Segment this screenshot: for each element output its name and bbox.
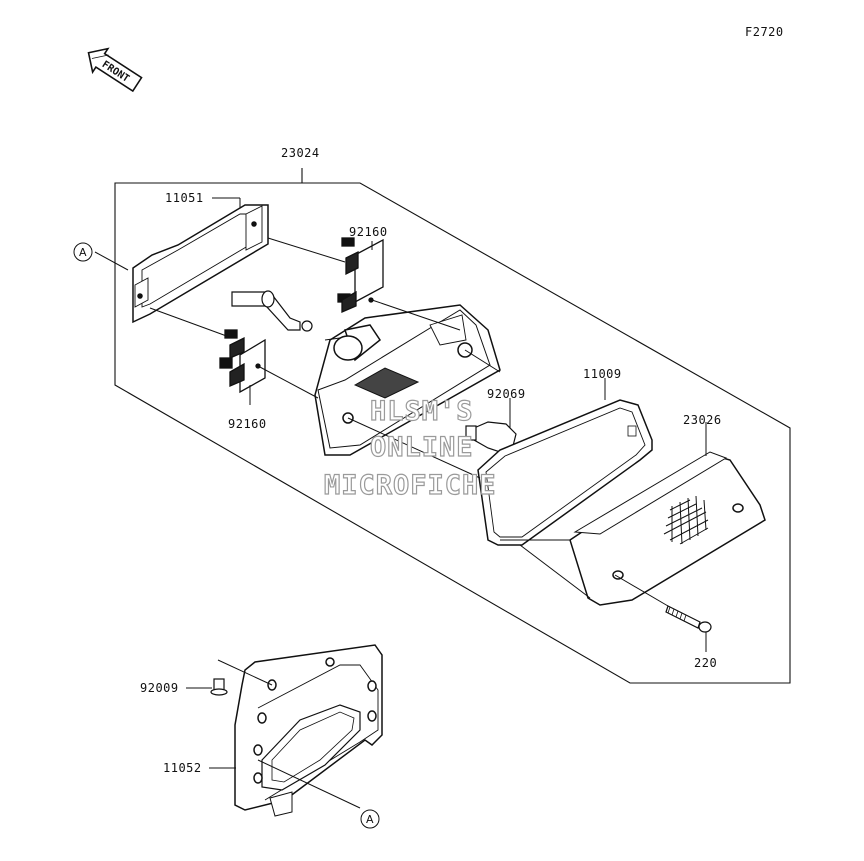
- label-socket-upper: 92160: [349, 225, 388, 239]
- figure-id: F2720: [745, 25, 784, 39]
- assembly-outline: [114, 168, 791, 684]
- label-bracket: 11052: [163, 761, 202, 775]
- watermark-line-1: HLSM'S: [370, 396, 474, 427]
- ref-marker-top: A: [73, 242, 93, 262]
- reflector-plate: [132, 204, 269, 324]
- leader-lines: [186, 197, 707, 769]
- ref-marker-bottom-label: A: [366, 813, 374, 826]
- bulb-wire: [231, 290, 313, 332]
- label-lens: 23026: [683, 413, 722, 427]
- lamp-housing: [314, 304, 501, 456]
- ref-marker-top-label: A: [79, 246, 87, 259]
- bracket: [234, 644, 383, 817]
- watermark: HLSM'S ONLINE MICROFICHE: [323, 395, 497, 501]
- socket-upper: [337, 237, 384, 313]
- screw: [665, 605, 712, 633]
- label-assembly: 23024: [281, 146, 320, 160]
- ref-marker-bottom: A: [360, 809, 380, 829]
- label-reflector: 11051: [165, 191, 204, 205]
- label-socket-lower: 92160: [228, 417, 267, 431]
- label-gasket: 11009: [583, 367, 622, 381]
- lens-grid: [663, 495, 709, 545]
- bolt: [210, 678, 228, 696]
- watermark-line-3: MICROFICHE: [324, 470, 497, 501]
- socket-lower: [219, 329, 266, 394]
- gasket: [477, 399, 653, 546]
- front-arrow-icon: FRONT: [87, 47, 143, 93]
- watermark-line-2: ONLINE: [370, 432, 474, 463]
- guide-lines: [94, 237, 669, 809]
- label-screw: 220: [694, 656, 717, 670]
- label-bolt: 92009: [140, 681, 179, 695]
- lens: [569, 451, 766, 606]
- label-bulb: 92069: [487, 387, 526, 401]
